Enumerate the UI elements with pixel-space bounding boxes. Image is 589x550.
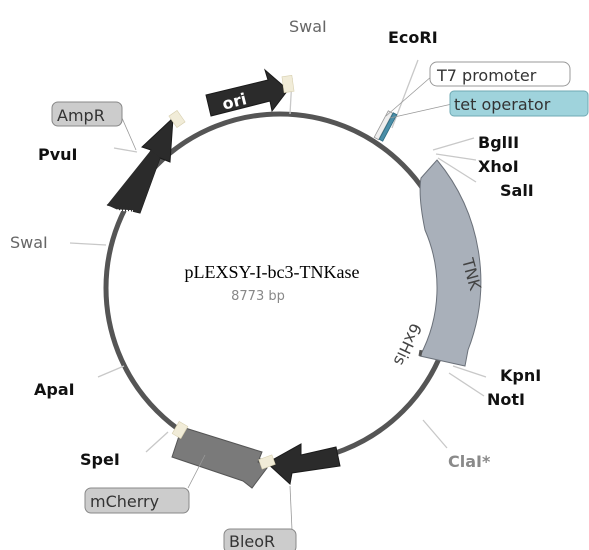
his-tag-mark — [418, 349, 423, 357]
mCherry-feature — [171, 426, 268, 489]
t7-promoter-leader — [385, 75, 433, 117]
plasmid-size: 8773 bp — [231, 289, 285, 304]
xhoI-site-mark — [435, 153, 477, 161]
ecoRI-site-mark — [391, 59, 419, 129]
ampR-feature-dash — [116, 209, 134, 212]
plasmid-name: pLEXSY-I-bc3-TNKase — [185, 262, 360, 282]
swaI-top-label: SwaI — [289, 17, 327, 36]
bleoR-leader — [289, 485, 293, 531]
mCherry-box — [84, 487, 190, 514]
ampR-box — [51, 101, 123, 127]
swaI-left-site-mark — [69, 242, 107, 246]
tet-operator-leader — [389, 103, 453, 119]
salI-site-mark — [437, 157, 477, 183]
mCherry-leader — [187, 454, 206, 489]
speI-label: SpeI — [80, 450, 120, 469]
ampR-label: AmpR — [57, 106, 105, 125]
ampR-leader — [121, 117, 137, 151]
apaI-label: ApaI — [34, 380, 75, 399]
speI-site-mark — [145, 431, 169, 453]
mCherry-label: mCherry — [90, 492, 159, 511]
tet-operator-mark — [378, 112, 398, 142]
kpnI-site-mark — [452, 365, 487, 378]
bglII-label: BglII — [478, 133, 519, 152]
xhoI-label: XhoI — [478, 157, 519, 176]
notI-label: NotI — [487, 390, 525, 409]
t7-promoter-label: T7 promoter — [436, 66, 537, 85]
salI-label: SalI — [500, 181, 534, 200]
swaI-left-label: SwaI — [10, 233, 48, 252]
ampR-feature-body — [107, 150, 160, 213]
claI-site-mark — [422, 419, 448, 449]
bleoR-box — [223, 528, 297, 550]
mCherry-flank-mark — [171, 421, 189, 439]
his-tag-label: 6xHis — [390, 320, 426, 368]
kpnI-label: KpnI — [500, 366, 541, 385]
ori-feature — [205, 68, 289, 117]
bleoR-flank-mark — [258, 454, 276, 470]
bleoR-feature — [266, 443, 341, 485]
bleoR-label: BleoR — [229, 532, 275, 550]
pvuI-label: PvuI — [38, 145, 78, 164]
tet-operator-box — [449, 90, 589, 117]
notI-site-mark — [448, 372, 485, 397]
apaI-site-mark — [97, 365, 125, 378]
t7-promoter-box — [429, 61, 571, 87]
claI-label: ClaI* — [448, 452, 491, 471]
tnk-feature — [419, 159, 482, 367]
plasmid-backbone — [103, 111, 457, 465]
ampR-flank-mark — [168, 109, 186, 129]
bglII-site-mark — [432, 137, 475, 151]
ori-flank-mark — [281, 75, 295, 93]
pvuI-site-mark — [113, 147, 138, 153]
ecoRI-label: EcoRI — [388, 28, 438, 47]
tet-operator-label: tet operator — [454, 95, 551, 114]
